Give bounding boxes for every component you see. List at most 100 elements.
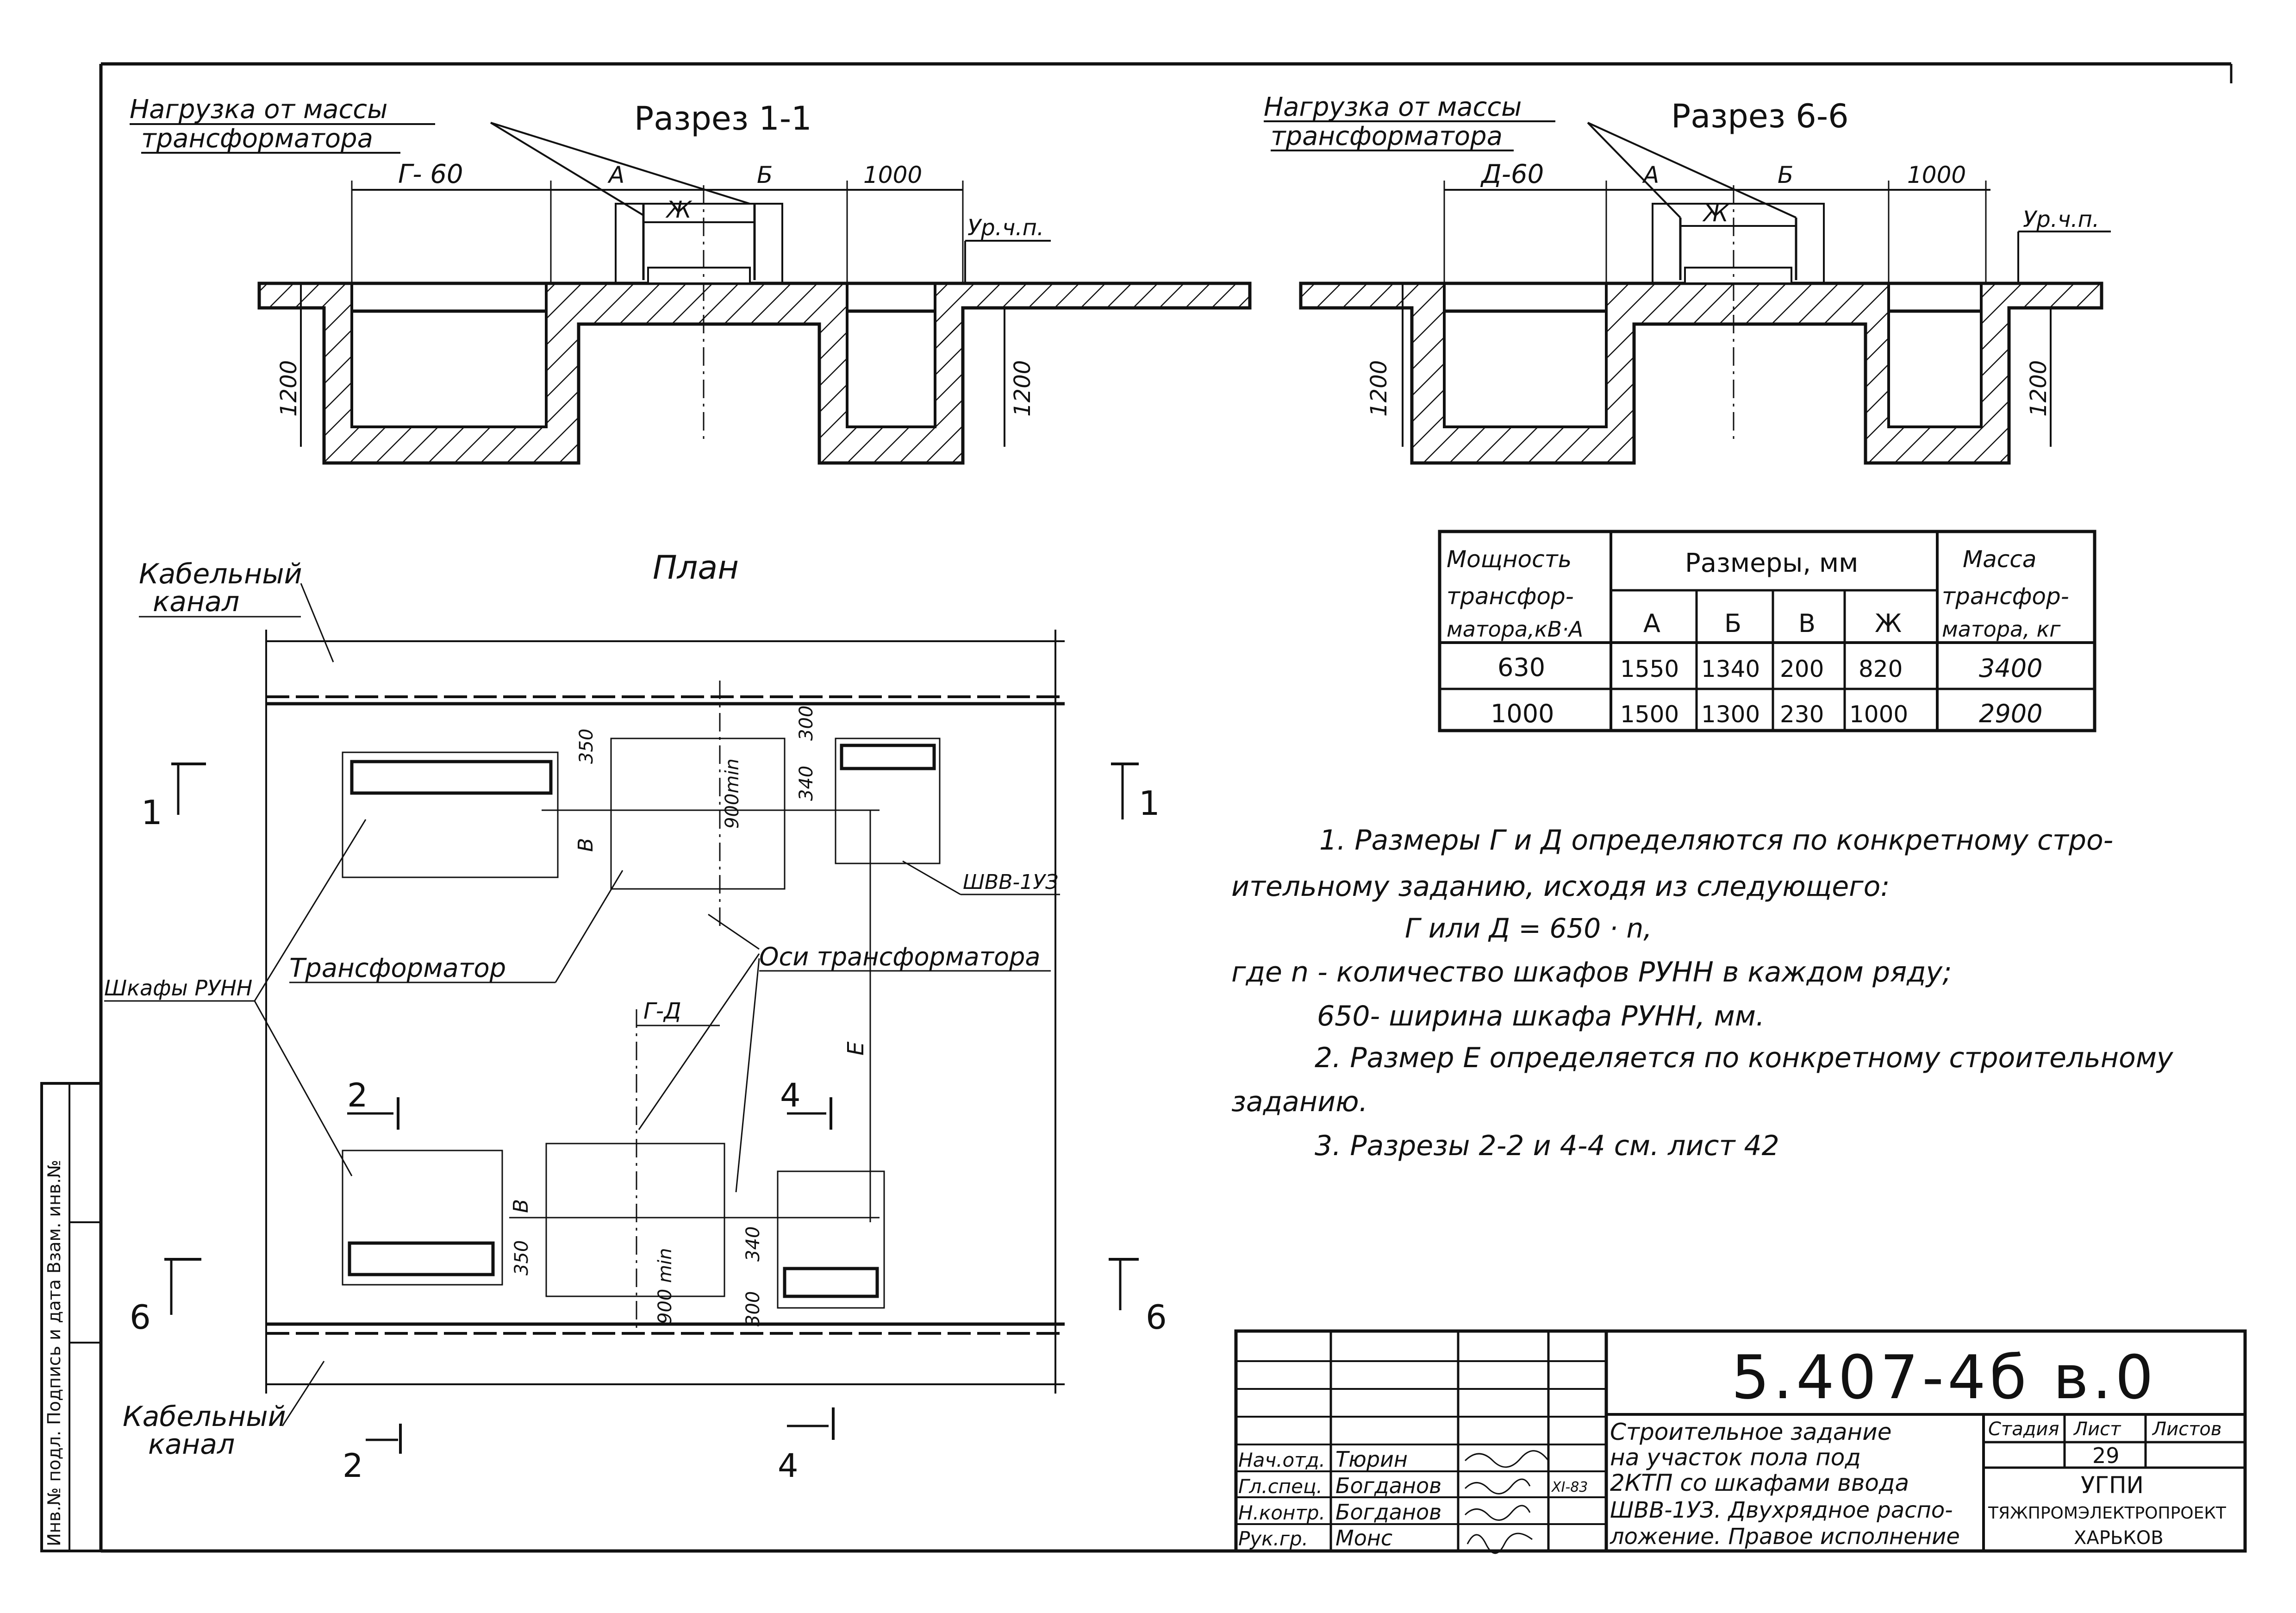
title-block: 5.407-4б в.0 Строительное задание на уча…: [1234, 1329, 2247, 1554]
section-1-1-depth-left: 1200: [276, 360, 302, 417]
plan-cabinets-label: Шкафы РУНН: [104, 975, 252, 1000]
doc-description-5: ложение. Правое исполнение: [1610, 1524, 1960, 1550]
section-1-1-dim-left: Г- 60: [398, 159, 463, 189]
name-3: Богданов: [1335, 1500, 1441, 1525]
role-3: Н.контр.: [1238, 1501, 1325, 1524]
note-line-7: заданию.: [1231, 1086, 1368, 1118]
plan-cut-6-right: 6: [1146, 1298, 1167, 1337]
plan-dim-350-bottom: 350: [511, 1240, 532, 1275]
section-6-6-dim-right: 1000: [1907, 162, 1966, 188]
table-row1-b: 1340: [1701, 656, 1760, 682]
signature-4: [1466, 1532, 1533, 1554]
plan-transformer-label: Трансформатор: [289, 953, 506, 983]
table-row2-zh: 1000: [1849, 701, 1908, 728]
signature-1: [1464, 1450, 1549, 1468]
plan-cut-1-left: 1: [141, 793, 162, 832]
sheet-number: 29: [2092, 1443, 2120, 1468]
role-4: Рук.гр.: [1238, 1527, 1308, 1550]
section-1-1-dim-b: Б: [757, 162, 773, 188]
table-header-mass-3: матора, кг: [1942, 617, 2061, 642]
plan-cable-channel-bottom-1: Кабельный: [123, 1400, 286, 1433]
name-4: Монс: [1335, 1525, 1392, 1550]
table-row2-power: 1000: [1491, 699, 1554, 728]
table-subheader-a: А: [1643, 609, 1660, 638]
runn-cabinet-bottom: [342, 1150, 503, 1286]
plan-cut-1-right: 1: [1139, 784, 1160, 823]
plan-input-cabinet-label: ШВВ-1УЗ: [963, 870, 1058, 894]
plan-dim-300-bottom: 300: [742, 1291, 764, 1326]
name-1: Тюрин: [1335, 1447, 1408, 1472]
sheets-label: Листов: [2152, 1419, 2221, 1440]
plan-cut-6-left: 6: [130, 1298, 151, 1337]
plan-dim-300-top: 300: [796, 706, 817, 741]
section-6-6-dim-b: Б: [1778, 162, 1793, 188]
org-line-2: ТЯЖПРОМЭЛЕКТРОПРОЕКТ: [1988, 1504, 2227, 1523]
table-header-power-1: Мощность: [1447, 546, 1572, 573]
plan-dim-340-top: 340: [796, 766, 817, 801]
org-line-1: УГПИ: [2081, 1472, 2144, 1499]
signature-2: [1464, 1478, 1531, 1494]
section-6-6-depth-right: 1200: [2026, 360, 2052, 417]
table-subheader-b: Б: [1724, 609, 1741, 638]
sheet-label: Лист: [2073, 1419, 2121, 1440]
section-6-6-level-mark: Ур.ч.п.: [2023, 206, 2099, 232]
section-1-1-load-label-2: трансформатора: [141, 124, 373, 154]
table-row1-v: 200: [1780, 656, 1824, 682]
table-row1-a: 1550: [1620, 656, 1679, 682]
table-row1-mass: 3400: [1979, 654, 2042, 683]
table-header-mass-1: Масса: [1963, 546, 2036, 573]
note-line-6: 2. Размер Е определяется по конкретному …: [1315, 1042, 2174, 1074]
table-row2-b: 1300: [1701, 701, 1760, 728]
table-subheader-v: В: [1798, 609, 1816, 638]
table-header-power-2: трансфор-: [1447, 583, 1574, 610]
doc-description-2: на участок пола под: [1610, 1444, 1861, 1471]
section-1-1-dim-zh: Ж: [665, 196, 693, 223]
plan-cut-2-top: 2: [347, 1076, 368, 1114]
role-1: Нач.отд.: [1238, 1449, 1325, 1471]
transformer-top: [610, 738, 786, 890]
plan-cut-2-bottom: 2: [343, 1447, 363, 1485]
shvv-cabinet-bottom: [777, 1170, 885, 1309]
stage-label: Стадия: [1988, 1419, 2059, 1440]
doc-description-4: ШВВ-1УЗ. Двухрядное распо-: [1610, 1497, 1953, 1523]
section-6-6-dim-zh: Ж: [1702, 200, 1729, 227]
plan-dim-340-bottom: 340: [742, 1226, 764, 1262]
side-stamp-text: Инв.№ подл. Подпись и дата Взам. инв.№: [44, 1160, 64, 1546]
table-header-power-3: матора,кВ·А: [1447, 617, 1583, 642]
section-1-1-dim-right: 1000: [863, 162, 922, 188]
section-1-1-title: Разрез 1-1: [634, 100, 812, 138]
note-line-4: где n - количество шкафов РУНН в каждом …: [1231, 956, 1952, 988]
section-6-6-depth-left: 1200: [1366, 360, 1392, 417]
org-line-3: ХАРЬКОВ: [2074, 1527, 2164, 1549]
runn-cabinet-top: [342, 751, 559, 878]
side-stamp: Инв.№ подл. Подпись и дата Взам. инв.№: [40, 1082, 102, 1552]
table-row1-power: 630: [1497, 653, 1545, 682]
signature-3: [1464, 1505, 1531, 1521]
plan-cable-channel-bottom-2: канал: [148, 1428, 235, 1461]
note-line-8: 3. Разрезы 2-2 и 4-4 см. лист 42: [1315, 1130, 1779, 1162]
notes: 1. Размеры Г и Д определяются по конкрет…: [1231, 824, 2174, 1162]
table-row1-zh: 820: [1859, 656, 1903, 682]
doc-description-1: Строительное задание: [1610, 1419, 1892, 1445]
date-2: XI-83: [1551, 1479, 1588, 1495]
section-1-1-dim-a: А: [607, 162, 624, 188]
table-row2-v: 230: [1780, 701, 1824, 728]
plan-dim-900-bottom: 900 min: [655, 1248, 676, 1325]
section-1-1-depth-right: 1200: [1010, 360, 1036, 417]
plan-cable-channel-top-2: канал: [153, 586, 239, 618]
plan-dim-v-top: В: [574, 838, 598, 852]
section-1-1: Разрез 1-1 Нагрузка от массы трансформат…: [130, 94, 1252, 465]
table-header-mass-2: трансфор-: [1942, 583, 2069, 610]
role-2: Гл.спец.: [1238, 1475, 1323, 1498]
note-line-5: 650- ширина шкафа РУНН, мм.: [1317, 1000, 1765, 1032]
table-subheader-zh: Ж: [1875, 609, 1902, 638]
section-6-6: Разрез 6-6 Нагрузка от массы трансформат…: [1264, 92, 2111, 465]
section-6-6-load-label-1: Нагрузка от массы: [1264, 92, 1522, 122]
section-1-1-level-mark: Ур.ч.п.: [967, 215, 1044, 241]
plan-title: План: [653, 549, 739, 587]
table-row2-a: 1500: [1620, 701, 1679, 728]
plan-dim-v-bottom: В: [509, 1199, 533, 1213]
section-6-6-load-label-2: трансформатора: [1271, 121, 1503, 151]
transformer-bottom: [545, 1143, 725, 1297]
doc-code: 5.407-4б в.0: [1731, 1342, 2157, 1413]
